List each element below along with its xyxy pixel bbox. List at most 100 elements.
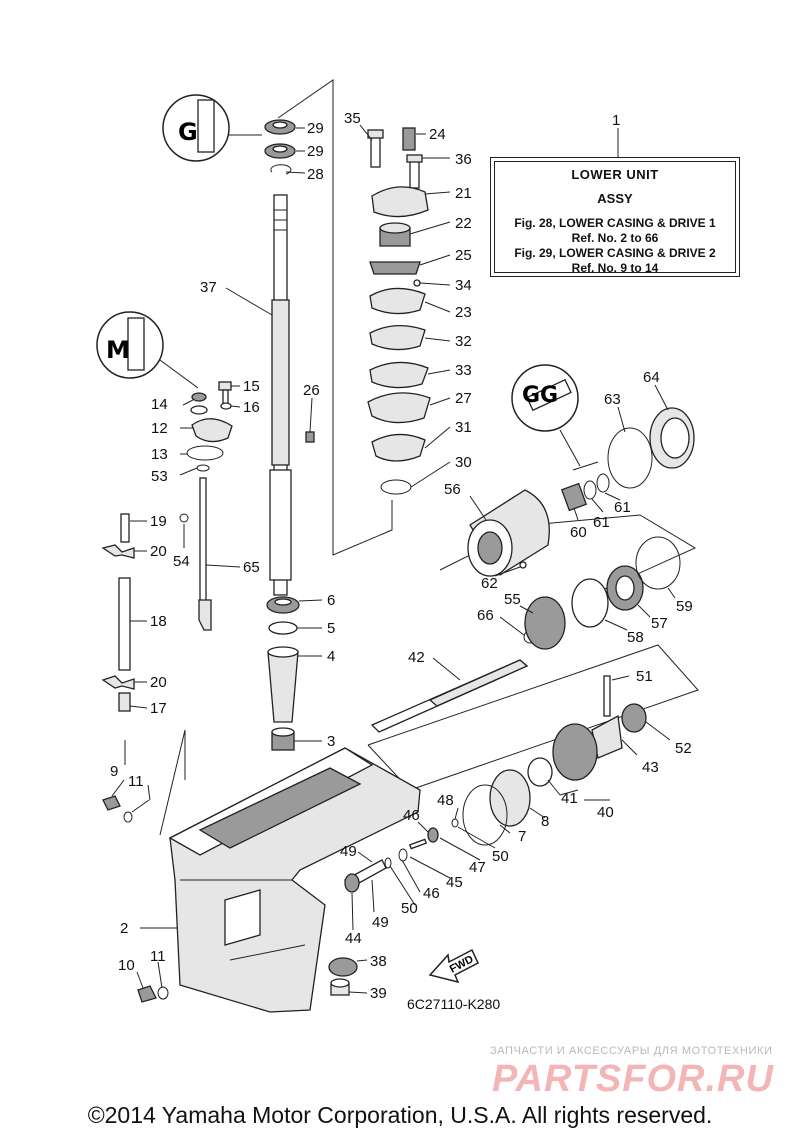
shim-5 <box>268 621 298 635</box>
water-pump-stack <box>367 127 431 495</box>
svg-text:M: M <box>106 336 130 364</box>
callout-41: 41 <box>561 790 578 807</box>
callout-32: 32 <box>455 333 472 350</box>
callout-12: 12 <box>151 420 168 437</box>
shift-rod-assembly <box>101 381 233 712</box>
leader-lines <box>111 124 676 994</box>
callout-53: 53 <box>151 468 168 485</box>
callout-51: 51 <box>636 668 653 685</box>
callout-11-lower: 11 <box>150 948 166 965</box>
lower-unit-note-box: LOWER UNIT ASSY Fig. 28, LOWER CASING & … <box>490 157 740 277</box>
note-line-1: Fig. 28, LOWER CASING & DRIVE 1 <box>514 216 716 230</box>
callout-5: 5 <box>327 620 335 637</box>
callout-65: 65 <box>243 559 260 576</box>
callout-37: 37 <box>200 279 217 296</box>
callout-26: 26 <box>303 382 320 399</box>
callout-46-upper: 46 <box>403 807 420 824</box>
callout-13: 13 <box>151 446 168 463</box>
callout-34: 34 <box>455 277 472 294</box>
callout-17: 17 <box>150 700 167 717</box>
callout-49-lower: 49 <box>372 914 389 931</box>
sleeve-4 <box>267 646 299 723</box>
callout-60: 60 <box>570 524 587 541</box>
needle-bearing-3 <box>271 727 295 751</box>
circlip-28 <box>270 164 292 175</box>
callout-18: 18 <box>150 613 167 630</box>
propeller-shaft-group <box>370 407 695 733</box>
callout-28: 28 <box>307 166 324 183</box>
callout-49-upper: 49 <box>340 843 357 860</box>
callout-19: 19 <box>150 513 167 530</box>
callout-2: 2 <box>120 920 128 937</box>
callout-50-upper: 50 <box>492 848 509 865</box>
callout-3: 3 <box>327 733 335 750</box>
callout-1: 1 <box>612 112 620 129</box>
lower-casing <box>168 747 421 1013</box>
callout-33: 33 <box>455 362 472 379</box>
bearing-29-upper <box>264 119 296 135</box>
callout-16: 16 <box>243 399 260 416</box>
callout-58: 58 <box>627 629 644 646</box>
callout-11-upper: 11 <box>128 773 144 790</box>
drawing-code: 6C27110-K280 <box>407 996 501 1012</box>
sealant-detail-inset-right: GG <box>511 364 599 471</box>
note-line-3: Fig. 29, LOWER CASING & DRIVE 2 <box>514 246 716 260</box>
callout-9: 9 <box>110 763 118 780</box>
callout-47: 47 <box>469 859 486 876</box>
drain-plugs <box>102 795 169 1003</box>
callout-7: 7 <box>518 828 526 845</box>
callout-24: 24 <box>429 126 446 143</box>
callout-42: 42 <box>408 649 425 666</box>
note-line-2: Ref. No. 2 to 66 <box>571 231 659 245</box>
callout-46-lower: 46 <box>423 885 440 902</box>
callout-52: 52 <box>675 740 692 757</box>
callout-numbers: 29 29 28 37 35 24 36 21 22 25 34 23 32 3… <box>110 110 693 1002</box>
callout-10: 10 <box>118 957 135 974</box>
callout-35: 35 <box>344 110 361 127</box>
copyright-notice: ©2014 Yamaha Motor Corporation, U.S.A. A… <box>87 1102 713 1128</box>
callout-22: 22 <box>455 215 472 232</box>
callout-62: 62 <box>481 575 498 592</box>
callout-64: 64 <box>643 369 660 386</box>
callout-20-lower: 20 <box>150 674 167 691</box>
svg-text:G: G <box>178 118 198 146</box>
callout-61-right: 61 <box>614 499 631 516</box>
callout-54: 54 <box>173 553 190 570</box>
callout-48: 48 <box>437 792 454 809</box>
callout-30: 30 <box>455 454 472 471</box>
callout-44: 44 <box>345 930 362 947</box>
callout-36: 36 <box>455 151 472 168</box>
callout-23: 23 <box>455 304 472 321</box>
watermark-subtitle: ЗАПЧАСТИ И АКСЕССУАРЫ ДЛЯ МОТОТЕХНИКИ <box>490 1045 773 1057</box>
note-title: LOWER UNIT <box>571 167 659 182</box>
callout-4: 4 <box>327 648 335 665</box>
note-subtitle: ASSY <box>597 191 633 206</box>
callout-38: 38 <box>370 953 387 970</box>
bearing-6 <box>266 596 300 614</box>
pin-26 <box>305 431 315 443</box>
callout-8: 8 <box>541 813 549 830</box>
callout-61-left: 61 <box>593 514 610 531</box>
svg-text:GG: GG <box>522 383 558 408</box>
sealant-detail-inset-mid: M <box>96 311 199 389</box>
callout-39: 39 <box>370 985 387 1002</box>
clutch-gear-group <box>462 675 647 846</box>
callout-29-lower: 29 <box>307 143 324 160</box>
shift-plunger-group <box>328 818 459 996</box>
callout-15: 15 <box>243 378 260 395</box>
exploded-parts-diagram: G M GG <box>96 79 699 1013</box>
callout-55: 55 <box>504 591 521 608</box>
callout-14: 14 <box>151 396 168 413</box>
callout-56: 56 <box>444 481 461 498</box>
callout-21: 21 <box>455 185 472 202</box>
callout-63: 63 <box>604 391 621 408</box>
callout-6: 6 <box>327 592 335 609</box>
callout-40: 40 <box>597 804 614 821</box>
callout-31: 31 <box>455 419 472 436</box>
callout-43: 43 <box>642 759 659 776</box>
note-line-4: Ref. No. 9 to 14 <box>571 261 659 275</box>
callout-66: 66 <box>477 607 494 624</box>
drive-shaft <box>269 194 292 596</box>
callout-29-upper: 29 <box>307 120 324 137</box>
callout-57: 57 <box>651 615 668 632</box>
